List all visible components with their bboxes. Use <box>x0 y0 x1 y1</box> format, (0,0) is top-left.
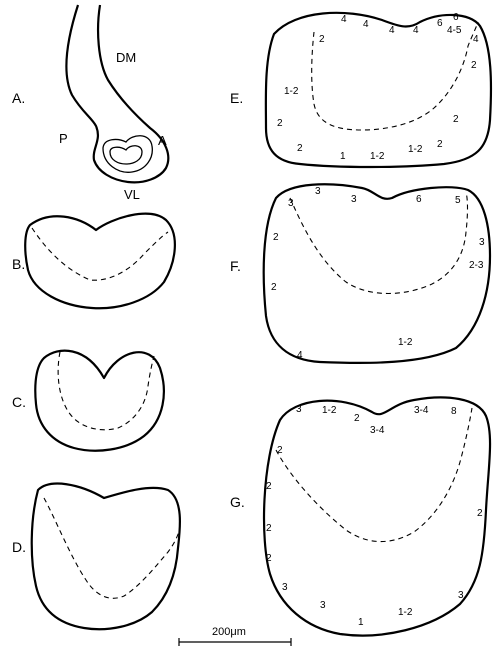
panel-g-value: 8 <box>451 406 457 417</box>
panel-g-value: 2 <box>477 508 483 519</box>
scale-bar-label: 200μm <box>212 626 246 638</box>
panel-g-value: 1-2 <box>398 607 413 618</box>
panel-g-value: 3-4 <box>414 405 429 416</box>
panel-a: A. DM P A VL <box>12 5 168 202</box>
panel-e-value: 4 <box>341 14 347 25</box>
orientation-a: A <box>158 133 167 148</box>
panel-e-label: E. <box>230 90 243 106</box>
panel-g-value: 2 <box>354 413 360 424</box>
panel-g-value: 3 <box>458 590 464 601</box>
panel-e-value: 2 <box>437 139 443 150</box>
panel-e-value: 1-2 <box>284 86 299 97</box>
panel-e-value: 6 <box>437 18 443 29</box>
panel-g-value: 1 <box>358 617 364 628</box>
orientation-dm: DM <box>116 50 136 65</box>
panel-e: E. 4 4 4 4 6 6 4-5 4 2 2 2 2 1-2 2 2 1 1… <box>230 12 491 167</box>
panel-e-value: 4 <box>413 25 419 36</box>
panel-a-label: A. <box>12 90 25 106</box>
panel-e-value: 4 <box>473 34 479 45</box>
panel-c: C. <box>12 351 164 451</box>
panel-e-value: 2 <box>277 118 283 129</box>
panel-g-value: 2 <box>266 481 272 492</box>
panel-f-value: 2 <box>271 282 277 293</box>
panel-d-boundary <box>44 498 180 598</box>
panel-f-outline <box>264 184 490 363</box>
panel-d: D. <box>12 484 180 630</box>
panel-g-value: 3 <box>320 600 326 611</box>
panel-d-label: D. <box>12 539 26 555</box>
panel-g-value: 3-4 <box>370 425 385 436</box>
panel-b-boundary <box>32 228 168 280</box>
panel-b-outline <box>25 214 175 309</box>
panel-f-value: 3 <box>315 186 321 197</box>
panel-b-label: B. <box>12 256 25 272</box>
panel-a-inner-core <box>110 146 142 164</box>
panel-g-value: 2 <box>266 553 272 564</box>
panel-e-value: 4-5 <box>447 25 462 36</box>
orientation-vl: VL <box>124 187 140 202</box>
orientation-p: P <box>59 131 68 146</box>
panel-g: G. 3 1-2 2 3-4 3-4 8 2 2 2 2 2 3 3 3 1 1… <box>230 397 490 635</box>
panel-f-value: 2 <box>273 232 279 243</box>
panel-e-value: 4 <box>363 19 369 30</box>
panel-c-boundary <box>58 352 154 430</box>
panel-f-boundary <box>290 192 468 294</box>
panel-f-value: 1-2 <box>398 337 413 348</box>
panel-e-value: 1 <box>340 151 346 162</box>
panel-f-value: 2-3 <box>469 260 484 271</box>
panel-f-value: 6 <box>416 194 422 205</box>
panel-g-value: 3 <box>296 404 302 415</box>
panel-f-value: 3 <box>288 198 294 209</box>
panel-g-value: 2 <box>277 445 283 456</box>
panel-e-value: 1-2 <box>370 151 385 162</box>
panel-f-label: F. <box>230 258 241 274</box>
panel-e-value: 2 <box>471 60 477 71</box>
panel-f-value: 4 <box>297 350 303 361</box>
panel-f-value: 5 <box>455 195 461 206</box>
panel-f-value: 3 <box>351 194 357 205</box>
panel-f: F. 3 3 3 6 5 2 2 3 2-3 4 1-2 <box>230 184 490 363</box>
panel-g-value: 2 <box>266 523 272 534</box>
panel-e-value: 1-2 <box>408 144 423 155</box>
panel-g-label: G. <box>230 494 245 510</box>
panel-g-value: 3 <box>282 582 288 593</box>
scale-bar: 200μm <box>179 626 291 646</box>
panel-e-value: 4 <box>389 25 395 36</box>
panel-e-value: 6 <box>453 12 459 23</box>
panel-c-label: C. <box>12 394 26 410</box>
panel-e-value: 2 <box>297 143 303 154</box>
panel-f-value: 3 <box>479 237 485 248</box>
panel-d-outline <box>32 484 180 630</box>
panel-g-value: 1-2 <box>322 405 337 416</box>
panel-e-value: 2 <box>453 114 459 125</box>
panel-b: B. <box>12 214 175 309</box>
panel-a-outline <box>66 5 168 182</box>
panel-e-value: 2 <box>319 34 325 45</box>
